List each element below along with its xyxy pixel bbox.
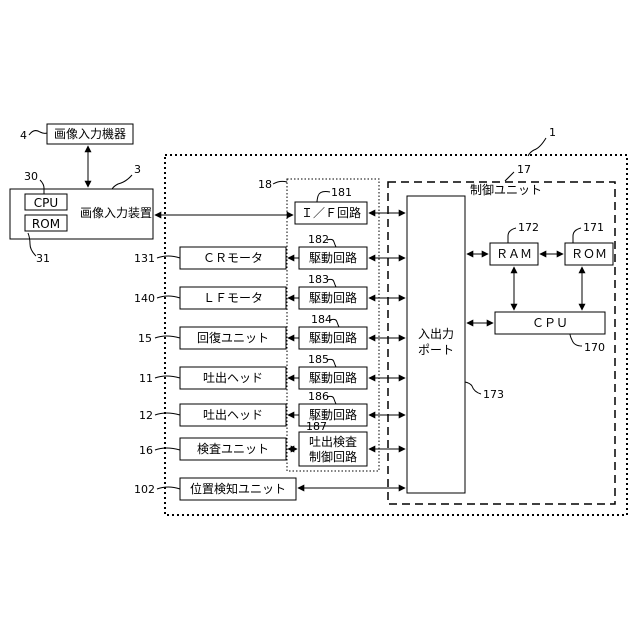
image-input-apparatus-label: 画像入力装置 [80, 206, 152, 220]
drive-circuit-184-label: 駆動回路 [309, 330, 357, 345]
leader-4 [29, 131, 47, 135]
ram-label: ＲＡＭ [496, 247, 532, 261]
ref-18: 18 [258, 178, 272, 191]
ref-12: 12 [139, 409, 153, 422]
ref-30: 30 [24, 170, 38, 183]
drive-circuit-182-label: 駆動回路 [309, 250, 357, 265]
recovery-unit-label: 回復ユニット [197, 330, 269, 345]
leader-1 [528, 138, 546, 156]
leader-17 [505, 172, 514, 181]
control-unit-label: 制御ユニット [470, 182, 542, 197]
leader-171 [573, 228, 581, 243]
ref-4: 4 [20, 129, 27, 142]
ref-3: 3 [134, 163, 141, 176]
ref-31: 31 [36, 252, 50, 265]
position-detection-unit-label: 位置検知ユニット [190, 481, 286, 496]
if-circuit-label: Ｉ／Ｆ回路 [301, 205, 361, 220]
ref-171: 171 [583, 221, 604, 234]
ref-11: 11 [139, 372, 153, 385]
leader-15 [155, 336, 180, 338]
drive-circuit-183-label: 駆動回路 [309, 290, 357, 305]
leader-11 [155, 376, 180, 378]
leader-181 [317, 192, 330, 203]
cr-motor-label: ＣＲモータ [203, 251, 263, 265]
ref-170: 170 [584, 341, 605, 354]
cpu-label: ＣＰＵ [532, 316, 568, 330]
image-input-device-label: 画像入力機器 [54, 126, 126, 141]
ref-186: 186 [308, 390, 329, 403]
small-cpu-label: CPU [34, 196, 58, 210]
ejection-inspection-label-line1: 吐出検査 [309, 435, 357, 449]
inspection-unit-label: 検査ユニット [197, 442, 269, 456]
rom-label: ＲＯＭ [571, 247, 607, 261]
ref-187: 187 [306, 420, 327, 433]
ref-185: 185 [308, 353, 329, 366]
leader-12 [155, 413, 180, 415]
ref-15: 15 [138, 332, 152, 345]
leader-16 [155, 448, 180, 450]
ref-184: 184 [311, 313, 332, 326]
leader-172 [508, 228, 516, 243]
ref-173: 173 [483, 388, 504, 401]
ref-140: 140 [134, 292, 155, 305]
ref-172: 172 [518, 221, 539, 234]
ejection-inspection-label-line2: 制御回路 [309, 449, 357, 464]
ref-181: 181 [331, 186, 352, 199]
lf-motor-label: ＬＦモータ [203, 291, 263, 305]
ref-182: 182 [308, 233, 329, 246]
ref-131: 131 [134, 252, 155, 265]
ejection-head-1-label: 吐出ヘッド [203, 371, 263, 385]
drive-circuit-185-label: 駆動回路 [309, 370, 357, 385]
small-rom-label: ROM [32, 217, 60, 231]
leader-140 [157, 296, 180, 298]
ref-183: 183 [308, 273, 329, 286]
ref-16: 16 [139, 444, 153, 457]
io-port-label-line2: ポート [418, 343, 454, 357]
io-port-label-line1: 入出力 [418, 327, 454, 341]
leader-102 [157, 487, 180, 489]
leader-131 [157, 256, 180, 258]
leader-173 [465, 382, 481, 394]
ref-1: 1 [549, 126, 556, 139]
ref-102: 102 [134, 483, 155, 496]
ejection-head-2-label: 吐出ヘッド [203, 408, 263, 422]
leader-3 [112, 175, 132, 189]
ref-17: 17 [517, 163, 531, 176]
leader-170 [570, 334, 582, 346]
leader-18 [273, 181, 287, 184]
